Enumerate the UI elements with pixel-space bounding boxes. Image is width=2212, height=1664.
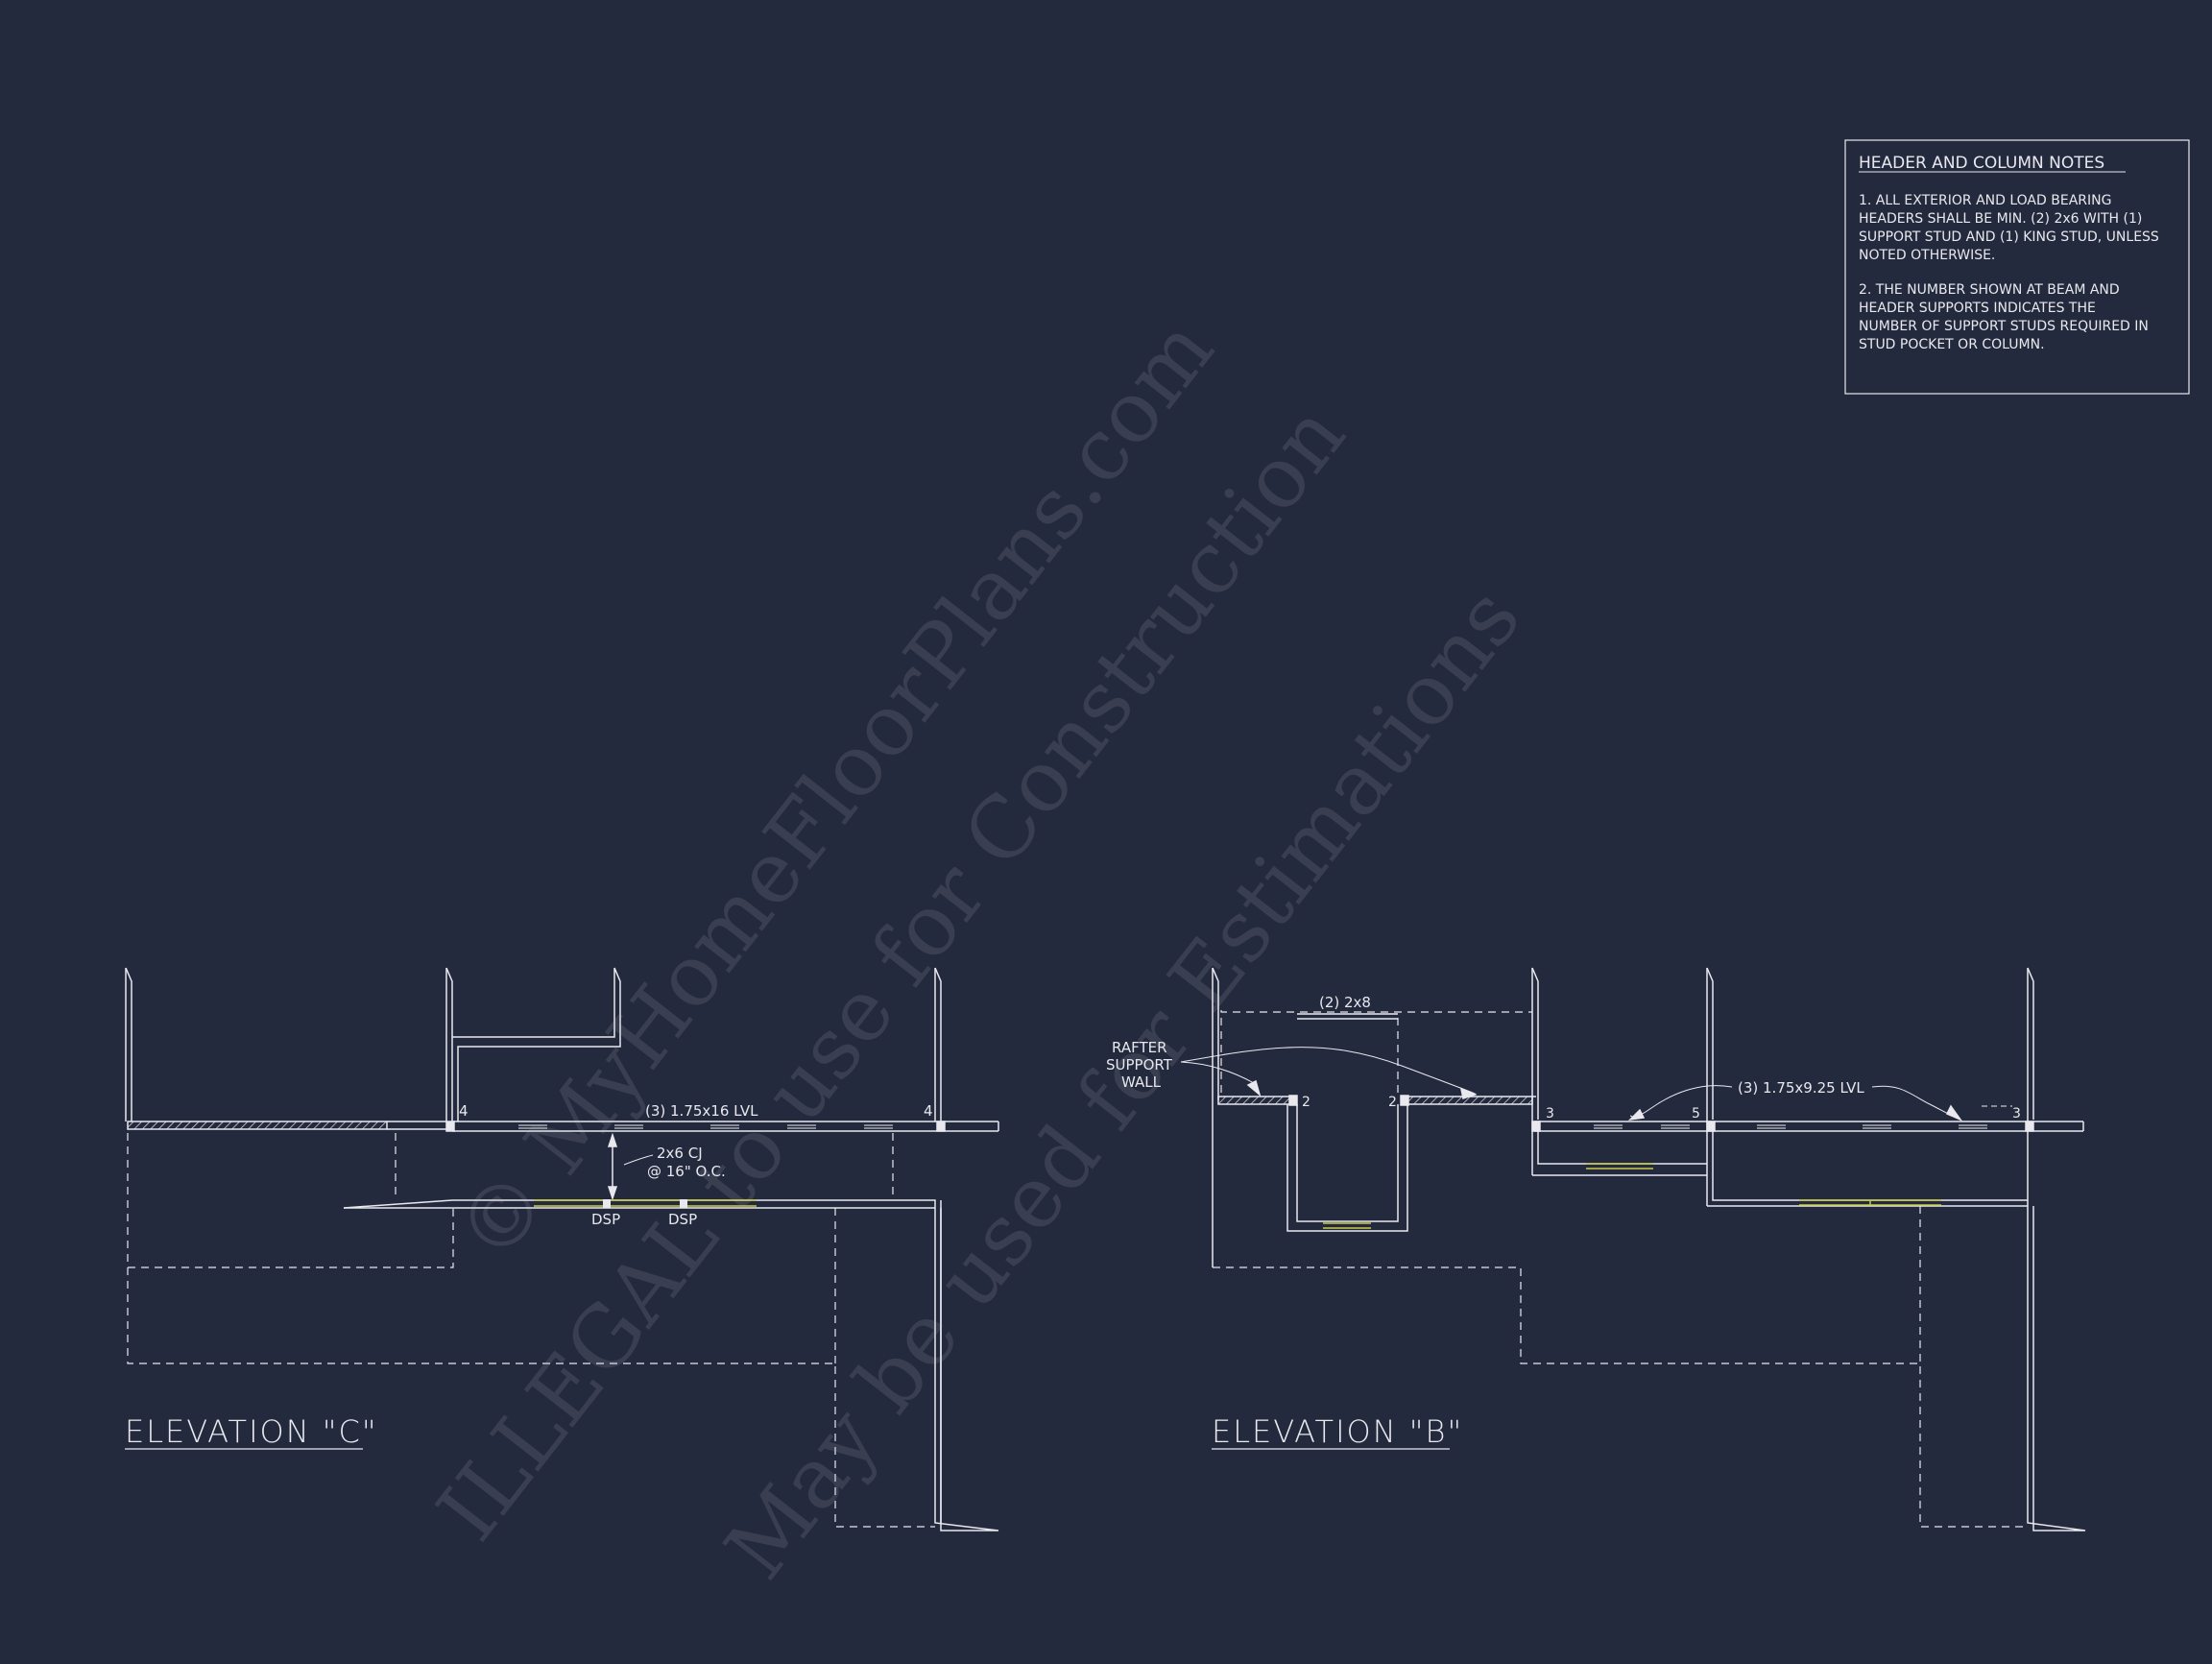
elevation-c-labels: (3) 1.75x16 LVL 4 4 2x6 CJ @ 16" O.C. DS… bbox=[125, 1102, 933, 1450]
note-2-line-1: 2. THE NUMBER SHOWN AT BEAM AND bbox=[1859, 282, 2120, 298]
col-b-3-spike bbox=[2027, 967, 2034, 1120]
u-shape-c bbox=[452, 967, 621, 1121]
joist-label-line-2: @ 16" O.C. bbox=[647, 1163, 726, 1180]
beam-arrow-b-1 bbox=[1627, 1108, 1646, 1121]
note-1-line-1: 1. ALL EXTERIOR AND LOAD BEARING bbox=[1859, 193, 2111, 208]
elevation-c-drawing bbox=[125, 967, 999, 1531]
note-1-line-4: NOTED OTHERWISE. bbox=[1859, 248, 1995, 263]
beam-dashes-b bbox=[1594, 1124, 1987, 1129]
joist-arrow-up bbox=[607, 1132, 618, 1147]
stud-count-b-c: 3 bbox=[1546, 1106, 1554, 1121]
stud-pocket-b-d bbox=[1706, 1121, 1716, 1132]
notes-title: HEADER AND COLUMN NOTES bbox=[1859, 154, 2104, 173]
lower-box-b-2-inner bbox=[1712, 1131, 2028, 1201]
beam-label-b: (3) 1.75x9.25 LVL bbox=[1738, 1079, 1864, 1097]
wall-left-spike-b bbox=[1212, 967, 1219, 1100]
stud-pocket-b-c bbox=[1531, 1121, 1541, 1132]
col-b-2-spike bbox=[1706, 967, 1714, 1120]
lower-header-b-2 bbox=[1799, 1199, 1941, 1206]
stud-count-c-right: 4 bbox=[924, 1102, 933, 1120]
elevation-b-title: ELEVATION "B" bbox=[1212, 1413, 1463, 1450]
dashed-outline-b bbox=[1213, 1010, 2028, 1528]
stud-count-b-a: 2 bbox=[1302, 1095, 1310, 1110]
dsp-headers-c bbox=[534, 1199, 757, 1207]
stud-pocket-c-left bbox=[445, 1121, 455, 1132]
stud-count-b-d: 5 bbox=[1692, 1106, 1700, 1121]
elevation-b-labels: (2) 2x8 RAFTER SUPPORT WALL (3) 1.75x9.2… bbox=[1106, 994, 2021, 1450]
header-label-b: (2) 2x8 bbox=[1319, 994, 1371, 1011]
lower-box-b-1-inner bbox=[1537, 1131, 1707, 1165]
rafter-leader-1 bbox=[1180, 1061, 1255, 1084]
joist-arrow-down bbox=[607, 1186, 618, 1201]
joist-leader bbox=[623, 1154, 654, 1166]
beam-dashes-c bbox=[518, 1124, 893, 1129]
stud-pocket-c-right bbox=[936, 1121, 946, 1132]
note-2-line-2: HEADER SUPPORTS INDICATES THE bbox=[1859, 301, 2096, 316]
note-1-line-3: SUPPORT STUD AND (1) KING STUD, UNLESS bbox=[1859, 229, 2159, 245]
col-center-spike bbox=[445, 967, 453, 1121]
stud-count-c-left: 4 bbox=[459, 1102, 469, 1120]
beam-leader-b-1 bbox=[1629, 1085, 1733, 1118]
dsp-label-2: DSP bbox=[668, 1211, 697, 1228]
stud-pocket-b-b bbox=[1400, 1095, 1409, 1106]
joist-label-line-1: 2x6 CJ bbox=[657, 1145, 703, 1162]
header-column-notes: HEADER AND COLUMN NOTES 1. ALL EXTERIOR … bbox=[1844, 139, 2190, 395]
recess-inner-b bbox=[1296, 1104, 1399, 1222]
dashed-outline-c bbox=[127, 1133, 935, 1528]
recess-outer-b bbox=[1286, 1104, 1408, 1232]
lower-plate-c bbox=[343, 1199, 999, 1531]
rafter-wall-right bbox=[1407, 1096, 1533, 1105]
hatched-wall-c bbox=[127, 1121, 388, 1130]
wall-left-spike bbox=[125, 967, 132, 1121]
wall-return-b bbox=[2027, 1206, 2086, 1531]
rafter-label-line-3: WALL bbox=[1121, 1073, 1162, 1091]
stud-pocket-b-a bbox=[1288, 1095, 1298, 1106]
recess-header-b bbox=[1323, 1222, 1371, 1229]
rafter-wall-left bbox=[1217, 1096, 1292, 1105]
note-1-line-2: HEADERS SHALL BE MIN. (2) 2x6 WITH (1) bbox=[1859, 211, 2142, 227]
rafter-label-line-2: SUPPORT bbox=[1106, 1056, 1173, 1073]
lower-header-b-1 bbox=[1586, 1163, 1653, 1170]
notes-box bbox=[1844, 139, 2190, 395]
stud-pocket-b-e bbox=[2025, 1121, 2034, 1132]
elevation-b-drawing bbox=[1180, 967, 2086, 1531]
dsp-post-1 bbox=[603, 1199, 611, 1208]
stud-count-b-b: 2 bbox=[1388, 1095, 1397, 1110]
col-right-spike bbox=[934, 967, 942, 1121]
watermark: © MyHomeFloorPlans.com ILLEGAL to use fo… bbox=[418, 301, 1539, 1597]
dsp-label-1: DSP bbox=[591, 1211, 620, 1228]
beam-arrow-b-2 bbox=[1945, 1104, 1963, 1121]
rafter-arrow-2 bbox=[1459, 1087, 1478, 1099]
dsp-post-2 bbox=[680, 1199, 687, 1208]
col-b-1-spike bbox=[1531, 967, 1539, 1120]
stud-count-b-e: 3 bbox=[2012, 1106, 2021, 1121]
note-2-line-4: STUD POCKET OR COLUMN. bbox=[1859, 337, 2045, 352]
rafter-arrow-1 bbox=[1246, 1079, 1262, 1097]
note-2-line-3: NUMBER OF SUPPORT STUDS REQUIRED IN bbox=[1859, 319, 2149, 334]
beam-label-c: (3) 1.75x16 LVL bbox=[645, 1102, 758, 1120]
rafter-label-line-1: RAFTER bbox=[1112, 1039, 1167, 1056]
beam-leader-b-2 bbox=[1871, 1085, 1960, 1117]
elevation-c-title: ELEVATION "C" bbox=[125, 1413, 378, 1450]
rafter-leader-2 bbox=[1180, 1047, 1477, 1096]
